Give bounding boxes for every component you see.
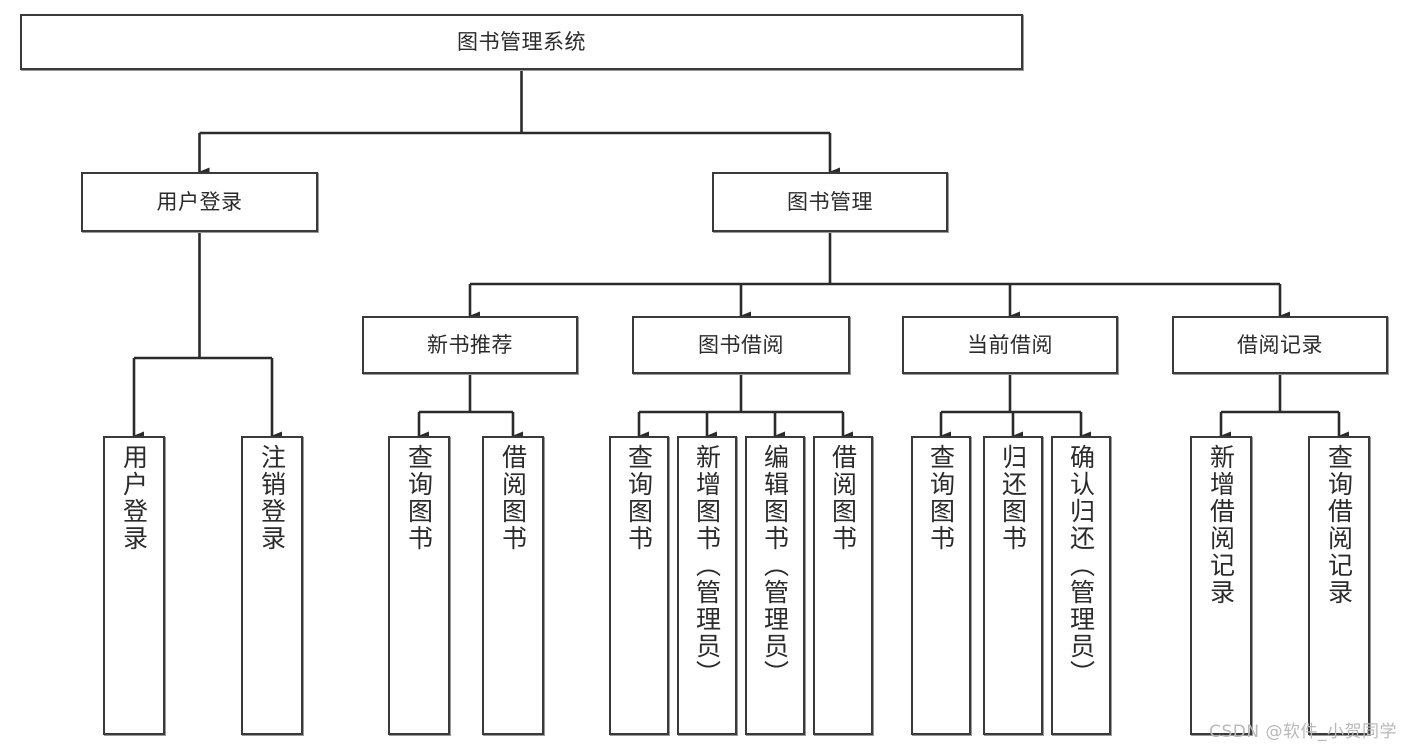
node-leaf-borrow-book-new[interactable]: 借阅图书 <box>482 436 544 735</box>
node-label: 借阅图书 <box>498 444 528 552</box>
node-label: 查询图书 <box>624 444 654 552</box>
node-bookmgmt[interactable]: 图书管理 <box>712 172 948 232</box>
node-root[interactable]: 图书管理系统 <box>20 14 1023 70</box>
node-current[interactable]: 当前借阅 <box>902 316 1118 374</box>
node-leaf-confirm-return[interactable]: 确认归还（管理员） <box>1051 436 1111 735</box>
node-login[interactable]: 用户登录 <box>81 172 318 232</box>
node-label: 查询图书 <box>404 444 434 552</box>
node-leaf-borrow-book[interactable]: 借阅图书 <box>813 436 873 735</box>
node-leaf-query-book-current[interactable]: 查询图书 <box>911 436 971 735</box>
node-newbook[interactable]: 新书推荐 <box>362 316 578 374</box>
node-label: 编辑图书（管理员） <box>760 444 790 687</box>
node-records[interactable]: 借阅记录 <box>1172 316 1388 374</box>
node-leaf-user-logout[interactable]: 注销登录 <box>241 436 303 735</box>
node-label: 新书推荐 <box>427 332 513 357</box>
node-leaf-user-login[interactable]: 用户登录 <box>103 436 165 735</box>
node-leaf-query-book-borrow[interactable]: 查询图书 <box>609 436 669 735</box>
node-leaf-return-book[interactable]: 归还图书 <box>983 436 1043 735</box>
node-label: 用户登录 <box>156 189 243 214</box>
node-label: 借阅记录 <box>1237 332 1323 357</box>
node-label: 图书借阅 <box>698 332 784 357</box>
node-label: 用户登录 <box>119 444 149 552</box>
node-leaf-query-book-new[interactable]: 查询图书 <box>388 436 450 735</box>
node-label: 注销登录 <box>257 444 287 552</box>
node-label: 查询图书 <box>926 444 956 552</box>
node-label: 查询借阅记录 <box>1324 444 1354 606</box>
node-label: 图书管理系统 <box>457 29 586 54</box>
node-label: 借阅图书 <box>828 444 858 552</box>
node-label: 图书管理 <box>787 189 873 214</box>
node-label: 新增借阅记录 <box>1206 444 1236 606</box>
node-label: 确认归还（管理员） <box>1066 444 1096 687</box>
node-leaf-add-record[interactable]: 新增借阅记录 <box>1190 436 1252 735</box>
node-leaf-query-record[interactable]: 查询借阅记录 <box>1308 436 1370 735</box>
node-borrow[interactable]: 图书借阅 <box>632 316 850 374</box>
node-leaf-add-book[interactable]: 新增图书（管理员） <box>677 436 737 735</box>
node-label: 新增图书（管理员） <box>692 444 722 687</box>
node-label: 归还图书 <box>998 444 1028 552</box>
watermark-text: CSDN @软件_小贺同学 <box>1209 722 1397 742</box>
node-leaf-edit-book[interactable]: 编辑图书（管理员） <box>745 436 805 735</box>
node-label: 当前借阅 <box>967 332 1053 357</box>
